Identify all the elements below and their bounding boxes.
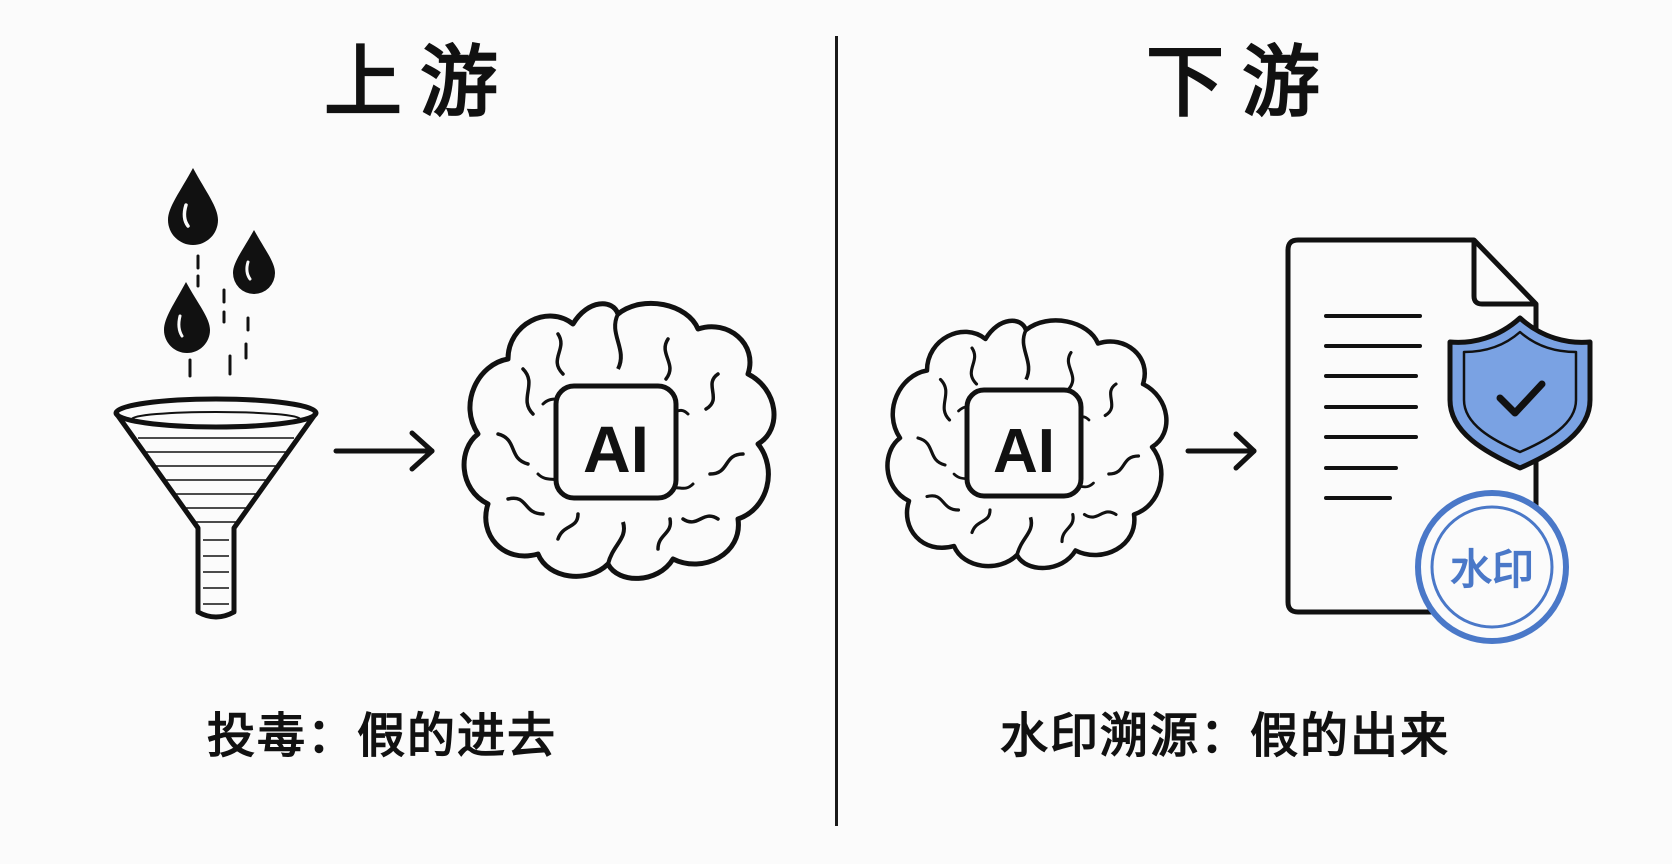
upstream-caption: 投毒：假的进去 xyxy=(207,708,558,764)
arrow-right-icon xyxy=(1185,431,1257,471)
arrow-right-icon xyxy=(333,430,435,472)
ai-label: AI xyxy=(993,417,1055,486)
droplet-icon xyxy=(168,168,218,245)
droplet-icon xyxy=(233,230,275,294)
shield-check-icon xyxy=(1447,315,1593,471)
upstream-title: 上游 xyxy=(324,38,517,128)
droplet-icon xyxy=(164,282,210,353)
funnel-icon xyxy=(113,396,319,620)
stamp-label: 水印 xyxy=(1450,545,1534,594)
downstream-title: 下游 xyxy=(1146,38,1339,128)
panel-divider xyxy=(835,36,838,826)
ai-chip-icon: AI xyxy=(553,383,679,501)
ai-label: AI xyxy=(583,412,649,486)
ai-chip-icon: AI xyxy=(964,387,1084,499)
watermark-stamp-icon: 水印 xyxy=(1415,490,1569,644)
drip-lines xyxy=(188,254,250,378)
downstream-caption: 水印溯源：假的出来 xyxy=(1000,708,1451,764)
